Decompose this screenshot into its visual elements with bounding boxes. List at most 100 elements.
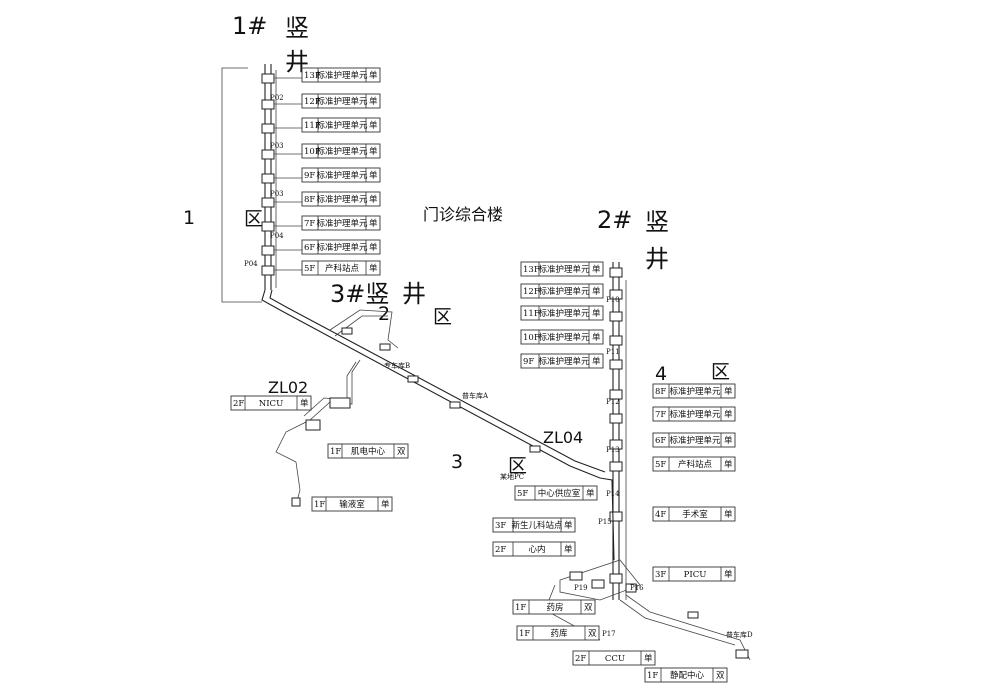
shaft-1-station-tap [261, 123, 275, 134]
building-title: 门诊综合楼 [423, 205, 503, 224]
station-tag: 单 [369, 170, 378, 181]
station-name: 标准护理单元 [316, 120, 368, 131]
station-floor: 5F [517, 489, 528, 499]
station-tag: 单 [300, 398, 309, 409]
station-box [301, 117, 381, 133]
station-right-stations-top-3[interactable]: 10F标准护理单元单 [520, 329, 604, 345]
station-box [520, 261, 604, 277]
station-box [520, 305, 604, 321]
station-box [652, 506, 736, 522]
station-name: 输液室 [339, 499, 365, 510]
station-tag: 单 [369, 96, 378, 107]
station-box [327, 443, 409, 459]
station-tag: 单 [592, 286, 601, 297]
station-floor: 2F [233, 399, 244, 409]
station-left-stations-1[interactable]: 12F标准护理单元单 [301, 93, 381, 109]
shaft-2-station-tap [609, 439, 623, 450]
station-name: 产科站点 [678, 459, 713, 470]
pipe-id-label: P04 [270, 232, 284, 240]
station-left-stations-0[interactable]: 13F标准护理单元单 [301, 67, 381, 83]
shaft-2-station-tap [609, 573, 623, 584]
station-box [652, 432, 736, 448]
station-right-stations-top-0[interactable]: 13F标准护理单元单 [520, 261, 604, 277]
station-tag: 单 [724, 459, 733, 470]
shaft-2-station-tap [609, 267, 623, 278]
station-tag: 单 [724, 569, 733, 580]
station-box [492, 541, 576, 557]
station-box [311, 496, 393, 512]
station-left-stations-2[interactable]: 11F标准护理单元单 [301, 117, 381, 133]
station-box [301, 260, 381, 276]
station-box [572, 650, 656, 666]
station-tag: 单 [592, 264, 601, 275]
shaft-2-station-tap [609, 511, 623, 522]
zone-2-char: 区 [433, 306, 452, 328]
shaft-1-pipes [261, 64, 302, 290]
zone-3-char: 区 [508, 455, 527, 477]
station-floor: 13F [523, 265, 540, 275]
station-box [301, 191, 381, 207]
station-box [301, 167, 381, 183]
shaft-1-station-tap [261, 149, 275, 160]
station-right-stations-top-2[interactable]: 11F标准护理单元单 [520, 305, 604, 321]
station-left-stations-3[interactable]: 10F标准护理单元单 [301, 143, 381, 159]
shaft-2-station-tap [609, 335, 623, 346]
station-box [301, 215, 381, 231]
station-tag: 单 [644, 653, 653, 664]
station-name: 心内 [528, 544, 545, 555]
zone-1-bracket [221, 67, 262, 303]
station-floor: 9F [523, 357, 534, 367]
station-floor: 5F [304, 264, 315, 274]
route-junction-c: 某地PC [500, 472, 524, 481]
station-tag: 单 [369, 218, 378, 229]
shaft-1-station-tap [261, 221, 275, 232]
pipe-id-label: P19 [574, 584, 588, 592]
station-right-stations-top-1[interactable]: 12F标准护理单元单 [520, 283, 604, 299]
pipe-id-label: P14 [606, 490, 620, 498]
station-tag: 单 [369, 146, 378, 157]
station-floor: 12F [523, 287, 540, 297]
station-name: 静配中心 [670, 670, 705, 681]
station-floor: 1F [515, 603, 526, 613]
shaft-1-station-tap [261, 197, 275, 208]
station-box [652, 456, 736, 472]
pipe-id-label: P16 [630, 584, 644, 592]
station-name: 新生儿科站点 [511, 520, 563, 531]
shaft-1-station-tap [261, 73, 275, 84]
shaft-1-station-tap [261, 173, 275, 184]
shaft-2-number: 2# [597, 206, 632, 234]
station-floor: 11F [523, 309, 540, 319]
station-tag: 单 [381, 499, 390, 510]
station-floor: 6F [304, 243, 315, 253]
shaft-1-char-1: 竖 [285, 14, 309, 42]
station-name: 肌电中心 [351, 446, 386, 457]
station-box [230, 395, 312, 411]
station-tag: 单 [564, 520, 573, 531]
station-name: 标准护理单元 [538, 332, 590, 343]
